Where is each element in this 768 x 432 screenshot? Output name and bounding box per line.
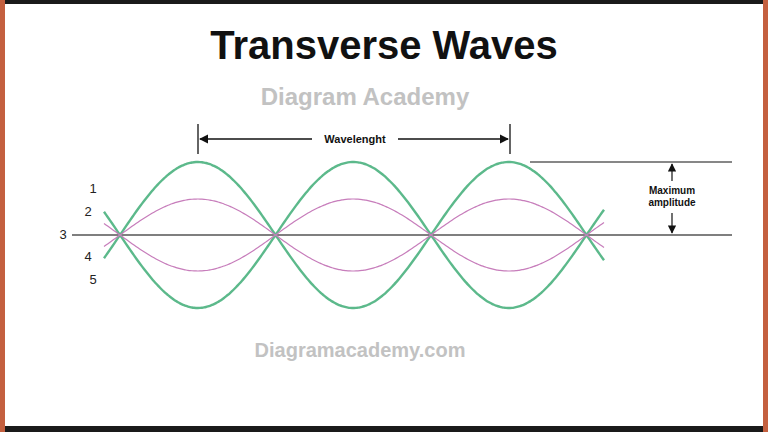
- baseline: [72, 234, 732, 235]
- callout-number: 2: [84, 205, 91, 219]
- callout-number: 1: [89, 182, 96, 196]
- watermark: Diagram Academy: [261, 84, 470, 110]
- callout-number: 4: [84, 250, 91, 264]
- wave-curve: [104, 199, 604, 271]
- callout-number: 3: [59, 228, 66, 242]
- right-border: [763, 0, 768, 432]
- title: Transverse Waves: [210, 23, 558, 67]
- amplitude-arrow: [671, 213, 672, 233]
- wave-curve: [104, 162, 604, 308]
- amplitude-level-line: [530, 161, 732, 162]
- wavelength-arrow: [398, 138, 508, 139]
- wave-curves: [104, 162, 604, 308]
- amplitude-arrow: [671, 164, 672, 181]
- wavelength-tick: [197, 124, 198, 154]
- bottom-bar: [0, 426, 768, 432]
- callout-number: 5: [89, 273, 96, 287]
- wavelength-tick: [509, 124, 510, 154]
- dimension-label: Wavelenght: [324, 133, 385, 145]
- watermark: Diagramacademy.com: [255, 339, 466, 361]
- wave-curve: [104, 162, 604, 308]
- wave-curve: [104, 199, 604, 271]
- top-bar: [0, 0, 768, 4]
- left-border: [0, 0, 5, 432]
- dimension-label: Maximum amplitude: [633, 185, 711, 209]
- wavelength-arrow: [200, 138, 312, 139]
